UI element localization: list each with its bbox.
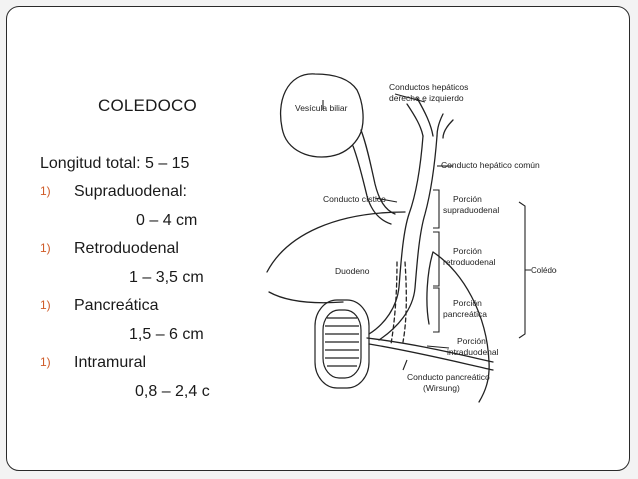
left-hepatic-duct-inner <box>416 97 434 137</box>
slide-title: COLEDOCO <box>98 96 197 115</box>
bile-duct-diagram: Vesícula biliar Conductos hepáticos dere… <box>266 73 565 403</box>
pancreas-outline <box>432 251 490 403</box>
text-column: Longitud total: 5 – 15 1)Supraduodenal: … <box>7 7 245 467</box>
label-coledoco: Colédoco <box>531 266 557 275</box>
label-wirsung-line2: (Wirsung) <box>423 383 460 393</box>
slide: COLEDOCO Longitud total: 5 – 15 1) Suprad… <box>6 6 630 471</box>
list-item-label: Intramural <box>74 354 147 371</box>
label-supraduodenal-line2: supraduodenal <box>443 205 499 215</box>
dashed-wall-2 <box>390 261 398 345</box>
list-number: 1) <box>40 241 51 255</box>
cystic-duct-outer <box>360 129 396 215</box>
range-intramural: 0,8 – 2,4 c <box>135 383 210 400</box>
label-intraduodenal-line2: intraduodenal <box>447 347 499 357</box>
bracket-coledoco <box>518 201 531 339</box>
total-length-text: Longitud total: 5 – 15 <box>40 155 190 172</box>
list-item-label: Supraduodenal: <box>74 183 187 200</box>
list-item-pancreatica: 1) Pancreática <box>40 297 159 315</box>
label-supraduodenal-line1: Porción <box>453 194 482 204</box>
label-hepatico-comun: Conducto hepático común <box>441 160 540 170</box>
label-retroduodenal-line2: retroduodenal <box>443 257 496 267</box>
list-item-supraduodenal: 1) Supraduodenal: <box>40 183 187 201</box>
list-number: 1) <box>40 298 51 312</box>
duodenum-lower <box>268 291 344 304</box>
pancreas-outline-2 <box>426 251 434 325</box>
dashed-wall-1 <box>402 261 407 343</box>
label-wirsung-line1: Conducto pancreático <box>407 372 490 382</box>
range-pancreatica: 1,5 – 6 cm <box>129 326 204 343</box>
label-hepaticos-line1: Conductos hepáticos <box>389 82 468 92</box>
label-retroduodenal-line1: Porción <box>453 246 482 256</box>
bracket-supraduodenal <box>433 189 440 229</box>
list-item-label: Pancreática <box>74 297 159 314</box>
list-number: 1) <box>40 355 51 369</box>
bracket-retroduodenal <box>433 231 440 287</box>
label-intraduodenal-line1: Porción <box>457 336 486 346</box>
pancreatic-duct-2 <box>368 343 494 371</box>
duodenal-papilla <box>314 299 370 389</box>
left-hepatic-duct <box>406 103 424 137</box>
common-duct-left <box>368 135 424 335</box>
slide-corner-icon <box>626 465 628 470</box>
leader-intraduodenal <box>426 345 450 349</box>
label-conducto-cistico: Conducto cístico <box>323 194 386 204</box>
right-hepatic-duct-inner <box>442 119 454 139</box>
leader-cistico <box>374 197 398 203</box>
common-duct-right <box>378 135 438 341</box>
pancreatic-duct <box>366 337 494 363</box>
gallbladder-shape <box>279 73 364 158</box>
label-duodeno: Duodeno <box>335 266 370 276</box>
range-supraduodenal: 0 – 4 cm <box>136 212 198 229</box>
cystic-duct-inner <box>352 145 392 225</box>
bracket-pancreatic <box>433 287 440 333</box>
label-hepaticos-line2: derecho e izquierdo <box>389 93 464 103</box>
leader-hepaticos <box>394 93 426 103</box>
list-item-retroduodenal: 1) Retroduodenal <box>40 240 179 258</box>
label-pancreatica-line2: pancreática <box>443 309 487 319</box>
leader-wirsung <box>402 359 408 371</box>
label-pancreatica-line1: Porción <box>453 298 482 308</box>
list-number: 1) <box>40 184 51 198</box>
list-item-label: Retroduodenal <box>74 240 179 257</box>
list-item-intramural: 1) Intramural <box>40 354 146 372</box>
range-retroduodenal: 1 – 3,5 cm <box>129 269 204 286</box>
duodenum-outline <box>266 211 406 273</box>
bile-duct-figure: Vesícula biliar Conductos hepáticos dere… <box>257 62 565 412</box>
label-vesicula-biliar: Vesícula biliar <box>295 103 348 113</box>
right-hepatic-duct <box>436 113 444 137</box>
